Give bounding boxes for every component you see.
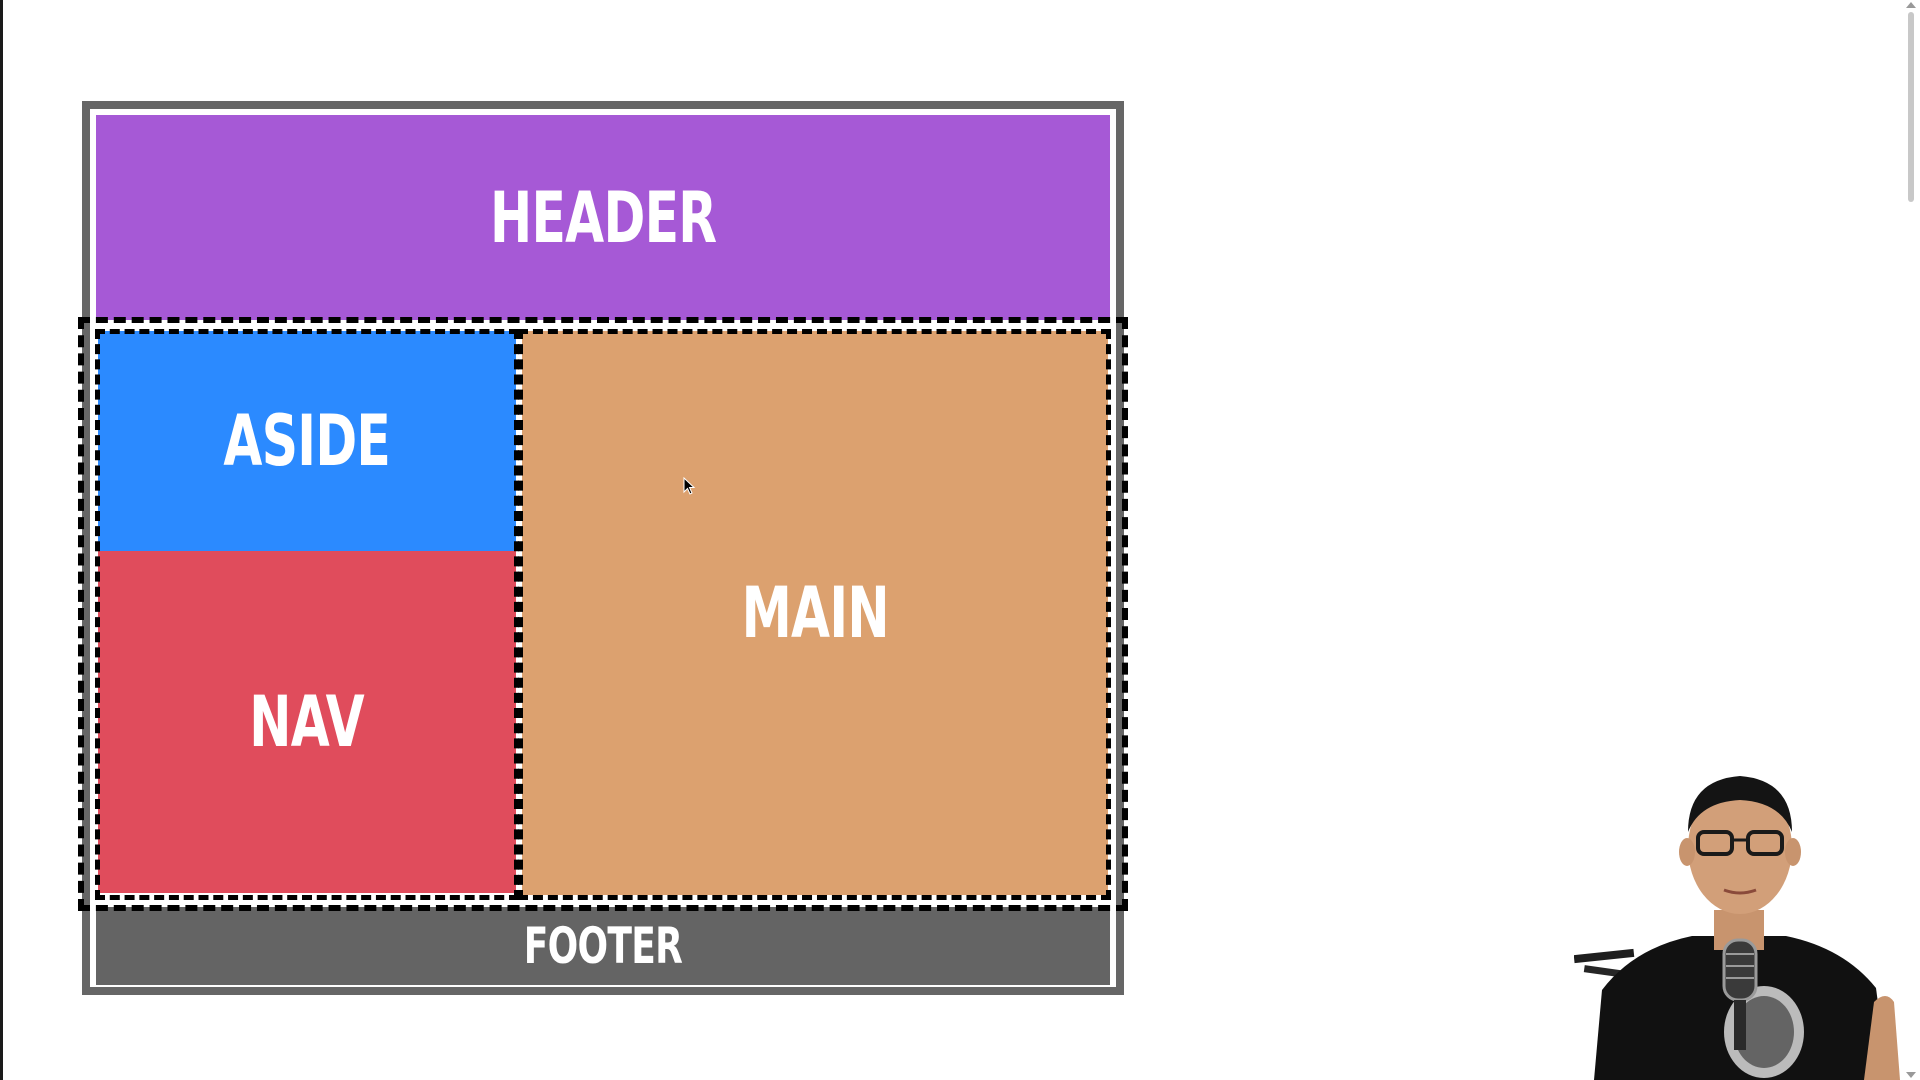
aside-area: ASIDE (98, 331, 516, 551)
scroll-up-arrow-icon[interactable] (1906, 2, 1916, 8)
arrow-cursor-icon (683, 477, 696, 495)
header-label: HEADER (489, 176, 717, 259)
presenter-webcam (1574, 740, 1904, 1080)
footer-label: FOOTER (523, 917, 683, 975)
grid-container: HEADER ASIDE NAV MAIN FOOTER (82, 101, 1124, 995)
main-label: MAIN (741, 572, 889, 654)
vertical-scrollbar[interactable] (1903, 0, 1920, 1080)
window-edge (0, 0, 3, 1080)
main-area: MAIN (522, 331, 1108, 895)
footer-area: FOOTER (96, 907, 1110, 985)
aside-label: ASIDE (223, 400, 391, 482)
header-area: HEADER (96, 115, 1110, 320)
presenter-image (1574, 776, 1900, 1080)
scroll-down-arrow-icon[interactable] (1906, 1072, 1916, 1078)
scrollbar-thumb[interactable] (1908, 12, 1914, 202)
nav-area: NAV (98, 551, 516, 893)
nav-label: NAV (249, 681, 365, 763)
